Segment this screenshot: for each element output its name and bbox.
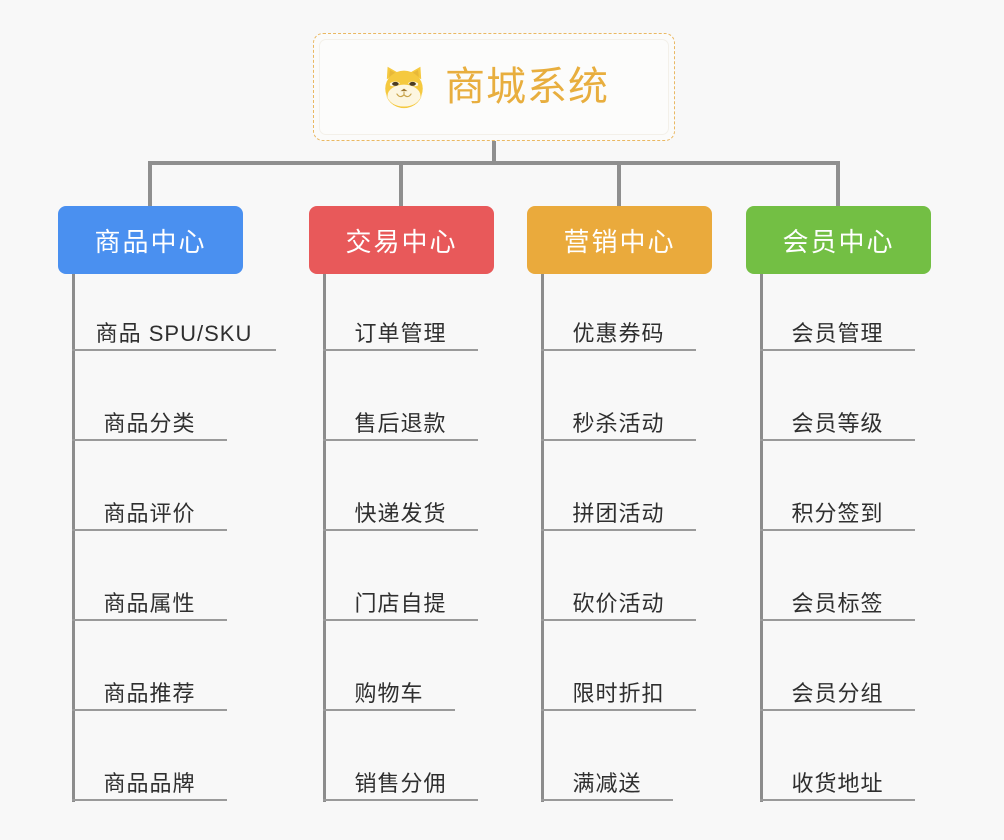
category-header-4[interactable]: 会员中心	[746, 206, 931, 274]
category-header-label-2: 交易中心	[345, 226, 458, 257]
branch-drop-connector-3	[617, 161, 621, 208]
leaf-label-2-2: 售后退款	[354, 410, 447, 436]
category-header-3[interactable]: 营销中心	[527, 206, 712, 274]
category-header-label-3: 营销中心	[563, 226, 676, 257]
root-node-inner-frame	[319, 39, 669, 135]
leaf-label-3-3: 拼团活动	[572, 500, 665, 526]
leaf-item-1-5[interactable]: 商品推荐	[72, 673, 227, 711]
leaf-item-4-6[interactable]: 收货地址	[760, 763, 915, 801]
branch-drop-connector-2	[399, 161, 403, 208]
leaf-item-1-3[interactable]: 商品评价	[72, 493, 227, 531]
leaf-item-1-2[interactable]: 商品分类	[72, 403, 227, 441]
leaf-item-3-5[interactable]: 限时折扣	[541, 673, 696, 711]
branch-drop-connector-1	[148, 161, 152, 208]
leaf-label-3-1: 优惠券码	[572, 320, 665, 346]
leaf-label-2-5: 购物车	[354, 680, 424, 706]
leaf-label-2-4: 门店自提	[354, 590, 447, 616]
category-header-2[interactable]: 交易中心	[309, 206, 494, 274]
leaf-label-1-1: 商品 SPU/SKU	[95, 320, 253, 346]
leaf-item-2-5[interactable]: 购物车	[323, 673, 455, 711]
root-node-content: 商城系统	[379, 62, 609, 112]
leaf-item-4-5[interactable]: 会员分组	[760, 673, 915, 711]
leaf-item-3-4[interactable]: 砍价活动	[541, 583, 696, 621]
leaf-item-3-3[interactable]: 拼团活动	[541, 493, 696, 531]
leaf-label-1-6: 商品品牌	[103, 770, 196, 796]
column-spine-4	[760, 274, 763, 802]
leaf-label-2-1: 订单管理	[354, 320, 447, 346]
horizontal-bus-connector	[148, 161, 840, 165]
leaf-item-4-2[interactable]: 会员等级	[760, 403, 915, 441]
leaf-label-4-2: 会员等级	[791, 410, 884, 436]
leaf-label-2-3: 快递发货	[354, 500, 447, 526]
leaf-item-1-4[interactable]: 商品属性	[72, 583, 227, 621]
column-spine-1	[72, 274, 75, 802]
leaf-item-3-1[interactable]: 优惠券码	[541, 313, 696, 351]
leaf-item-2-4[interactable]: 门店自提	[323, 583, 478, 621]
leaf-item-4-4[interactable]: 会员标签	[760, 583, 915, 621]
branch-drop-connector-4	[836, 161, 840, 208]
leaf-label-1-4: 商品属性	[103, 590, 196, 616]
leaf-item-4-1[interactable]: 会员管理	[760, 313, 915, 351]
leaf-label-2-6: 销售分佣	[354, 770, 447, 796]
leaf-label-3-2: 秒杀活动	[572, 410, 665, 436]
leaf-label-3-4: 砍价活动	[572, 590, 665, 616]
column-spine-2	[323, 274, 326, 802]
leaf-label-4-4: 会员标签	[791, 590, 884, 616]
leaf-label-1-2: 商品分类	[103, 410, 196, 436]
root-drop-connector	[492, 141, 496, 164]
category-header-1[interactable]: 商品中心	[58, 206, 243, 274]
leaf-item-1-1[interactable]: 商品 SPU/SKU	[72, 313, 276, 351]
leaf-label-3-5: 限时折扣	[572, 680, 665, 706]
leaf-item-2-1[interactable]: 订单管理	[323, 313, 478, 351]
leaf-item-2-2[interactable]: 售后退款	[323, 403, 478, 441]
category-header-label-1: 商品中心	[94, 226, 207, 257]
root-node[interactable]: 商城系统	[313, 33, 675, 141]
leaf-label-3-6: 满减送	[572, 770, 642, 796]
category-header-label-4: 会员中心	[782, 226, 895, 257]
root-title: 商城系统	[445, 65, 609, 109]
leaf-item-2-6[interactable]: 销售分佣	[323, 763, 478, 801]
leaf-label-1-3: 商品评价	[103, 500, 196, 526]
leaf-item-2-3[interactable]: 快递发货	[323, 493, 478, 531]
shiba-inu-icon	[379, 62, 429, 112]
leaf-label-4-5: 会员分组	[791, 680, 884, 706]
column-spine-3	[541, 274, 544, 802]
leaf-label-4-6: 收货地址	[791, 770, 884, 796]
leaf-label-1-5: 商品推荐	[103, 680, 196, 706]
leaf-item-3-2[interactable]: 秒杀活动	[541, 403, 696, 441]
leaf-label-4-1: 会员管理	[791, 320, 884, 346]
leaf-label-4-3: 积分签到	[791, 500, 884, 526]
leaf-item-4-3[interactable]: 积分签到	[760, 493, 915, 531]
leaf-item-3-6[interactable]: 满减送	[541, 763, 673, 801]
leaf-item-1-6[interactable]: 商品品牌	[72, 763, 227, 801]
